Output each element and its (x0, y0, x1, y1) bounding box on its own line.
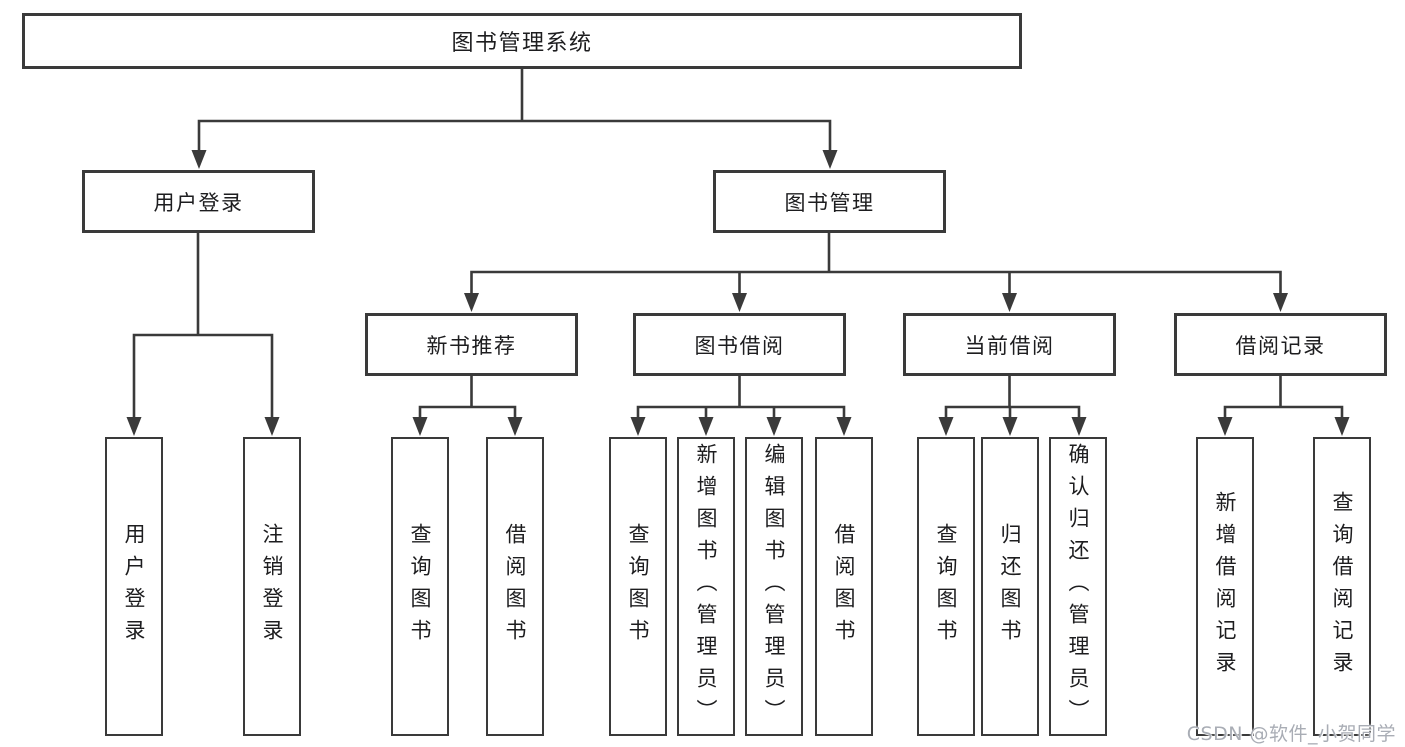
node-user-login: 用户登录 (82, 170, 315, 233)
leaf-confirm-return-admin: 确认归还（管理员） (1049, 437, 1107, 736)
leaf-label: 查询借阅记录 (1330, 490, 1354, 683)
node-label: 当前借阅 (964, 333, 1055, 358)
leaf-borrow-book-2: 借阅图书 (815, 437, 873, 736)
node-label: 新书推荐 (426, 333, 517, 358)
leaf-label: 归还图书 (998, 522, 1022, 651)
node-root-system: 图书管理系统 (22, 13, 1022, 69)
leaf-label: 查询图书 (408, 522, 432, 651)
leaf-add-borrow-record: 新增借阅记录 (1196, 437, 1254, 736)
leaf-label: 借阅图书 (503, 522, 527, 651)
leaf-borrow-book-1: 借阅图书 (486, 437, 544, 736)
leaf-label: 新增借阅记录 (1213, 490, 1237, 683)
leaf-query-book-1: 查询图书 (391, 437, 449, 736)
leaf-logout: 注销登录 (243, 437, 301, 736)
node-label: 用户登录 (153, 190, 244, 215)
node-label: 借阅记录 (1235, 333, 1326, 358)
node-label: 图书管理 (784, 190, 875, 215)
node-root-label: 图书管理系统 (451, 31, 593, 56)
node-new-book-recommend: 新书推荐 (365, 313, 578, 376)
node-current-borrow: 当前借阅 (903, 313, 1116, 376)
leaf-return-book: 归还图书 (981, 437, 1039, 736)
csdn-watermark: CSDN @软件_小贺同学 (1186, 723, 1396, 745)
leaf-add-book-admin: 新增图书（管理员） (677, 437, 735, 736)
leaf-label: 用户登录 (122, 522, 146, 651)
leaf-query-book-3: 查询图书 (917, 437, 975, 736)
leaf-label: 新增图书（管理员） (694, 442, 718, 731)
leaf-query-book-2: 查询图书 (609, 437, 667, 736)
leaf-edit-book-admin: 编辑图书（管理员） (745, 437, 803, 736)
leaf-query-borrow-record: 查询借阅记录 (1313, 437, 1371, 736)
leaf-label: 确认归还（管理员） (1066, 442, 1090, 731)
leaf-label: 查询图书 (934, 522, 958, 651)
node-label: 图书借阅 (694, 333, 785, 358)
node-book-borrow: 图书借阅 (633, 313, 846, 376)
node-book-management: 图书管理 (713, 170, 946, 233)
leaf-label: 编辑图书（管理员） (762, 442, 786, 731)
node-borrow-record: 借阅记录 (1174, 313, 1387, 376)
leaf-label: 查询图书 (626, 522, 650, 651)
leaf-user-login: 用户登录 (105, 437, 163, 736)
leaf-label: 借阅图书 (832, 522, 856, 651)
leaf-label: 注销登录 (260, 522, 284, 651)
